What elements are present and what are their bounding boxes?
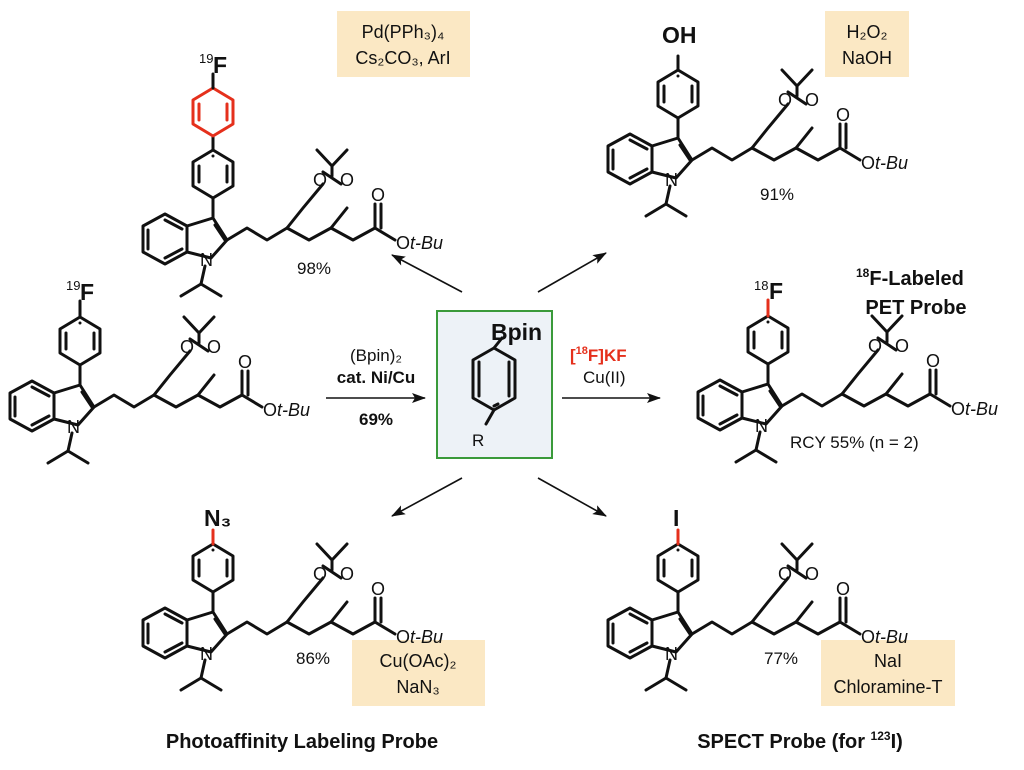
fluoro18-f-mass: 18 — [754, 278, 768, 293]
azide-carbonyl-o: O — [371, 579, 385, 599]
iodo-reagent-2: Chloramine-T — [833, 677, 942, 697]
phenol-reagent-2: NaOH — [842, 48, 892, 68]
phenol-oh-label: OH — [662, 22, 697, 48]
phenol-reagent-1: H₂O₂ — [847, 22, 888, 42]
biaryl-o1: O — [313, 170, 327, 190]
fluoro18-o1: O — [868, 336, 882, 356]
product-iodo: N O O O O t-Bu — [606, 528, 908, 692]
fluoro18-yield: RCY 55% (n = 2) — [790, 433, 919, 452]
phenol-o2: O — [805, 90, 819, 110]
biaryl-carbonyl-o: O — [371, 185, 385, 205]
sm-ester-o: O — [263, 400, 277, 420]
central-boronate: Bpin R — [436, 310, 553, 459]
product-fluoro18: N O O O O t-Bu — [696, 298, 998, 464]
borylation-reagent-2: cat. Ni/Cu — [337, 368, 415, 387]
arrow-to-biaryl — [391, 254, 463, 293]
iodo-carbonyl-o: O — [836, 579, 850, 599]
azide-tbu: t-Bu — [410, 627, 443, 647]
iodo-yield: 77% — [764, 649, 798, 668]
biaryl-tbu: t-Bu — [410, 233, 443, 253]
biaryl-o2: O — [340, 170, 354, 190]
central-box — [436, 310, 553, 459]
azide-yield: 86% — [296, 649, 330, 668]
sm-o1: O — [180, 337, 194, 357]
pet-probe-title-1: 18F-Labeled — [856, 266, 964, 290]
sm-o2: O — [207, 337, 221, 357]
sm-f-mass: 19 — [66, 278, 80, 293]
reagent-box-phenol — [825, 11, 909, 77]
iodo-o1: O — [778, 564, 792, 584]
photoaffinity-probe-title: Photoaffinity Labeling Probe — [166, 731, 438, 753]
reagent-box-iodo — [821, 640, 955, 706]
borylation-yield: 69% — [359, 410, 393, 429]
azide-o1: O — [313, 564, 327, 584]
sm-carbonyl-o: O — [238, 352, 252, 372]
phenol-tbu: t-Bu — [875, 153, 908, 173]
iodo-ester-o: O — [861, 627, 875, 647]
fluoro18-o2: O — [895, 336, 909, 356]
azide-reagent-2: NaN₃ — [396, 677, 439, 697]
iodo-o2: O — [805, 564, 819, 584]
arrow-to-phenol — [537, 252, 607, 293]
phenol-ester-o: O — [861, 153, 875, 173]
fluoro18-f-atom: F — [769, 278, 783, 304]
phenol-yield: 91% — [760, 185, 794, 204]
r-label: R — [472, 431, 484, 450]
biaryl-ester-o: O — [396, 233, 410, 253]
starting-material: 19 F N O O O O t-Bu — [8, 278, 310, 465]
biaryl-reagent-1: Pd(PPh₃)₄ — [362, 22, 445, 42]
pet-probe-title-2: PET Probe — [865, 297, 966, 319]
azide-n3-label: N₃ — [204, 505, 231, 531]
product-biaryl: 19 F N O O O O t-Bu — [141, 51, 443, 298]
fluoro18-n: N — [755, 416, 768, 436]
arrow-to-iodo — [537, 477, 607, 517]
arrow-to-azide — [391, 477, 463, 517]
phenol-o1: O — [778, 90, 792, 110]
fluoro18-ester-o: O — [951, 399, 965, 419]
fluoro18-carbonyl-o: O — [926, 351, 940, 371]
biaryl-f-atom: F — [213, 52, 227, 78]
sm-n: N — [67, 417, 80, 437]
biaryl-yield: 98% — [297, 259, 331, 278]
azide-o2: O — [340, 564, 354, 584]
iodo-tbu: t-Bu — [875, 627, 908, 647]
fluoro18-tbu: t-Bu — [965, 399, 998, 419]
azide-n: N — [200, 644, 213, 664]
biaryl-f-mass: 19 — [199, 51, 213, 66]
phenol-carbonyl-o: O — [836, 105, 850, 125]
bpin-label: Bpin — [491, 319, 542, 345]
azide-ester-o: O — [396, 627, 410, 647]
biaryl-reagent-2: Cs₂CO₃, ArI — [355, 48, 450, 68]
biaryl-n: N — [200, 250, 213, 270]
spect-probe-title: SPECT Probe (for 123I) — [697, 729, 903, 753]
borylation-reagent-1: (Bpin)₂ — [350, 346, 402, 365]
reagent-box-azide — [352, 640, 485, 706]
sm-f-atom: F — [80, 279, 94, 305]
reagent-box-biaryl — [337, 11, 470, 77]
iodo-i-label: I — [673, 505, 679, 531]
iodo-n: N — [665, 644, 678, 664]
sm-tbu: t-Bu — [277, 400, 310, 420]
iodo-reagent-1: NaI — [874, 651, 902, 671]
fluoro18-reagent-1: [18F]KF — [570, 345, 627, 365]
phenol-n: N — [665, 170, 678, 190]
product-azide: N O O O O t-Bu — [141, 528, 443, 692]
product-phenol: N O O O O t-Bu — [606, 54, 908, 218]
azide-reagent-1: Cu(OAc)₂ — [380, 651, 457, 671]
fluoro18-reagent-2: Cu(II) — [583, 368, 626, 387]
